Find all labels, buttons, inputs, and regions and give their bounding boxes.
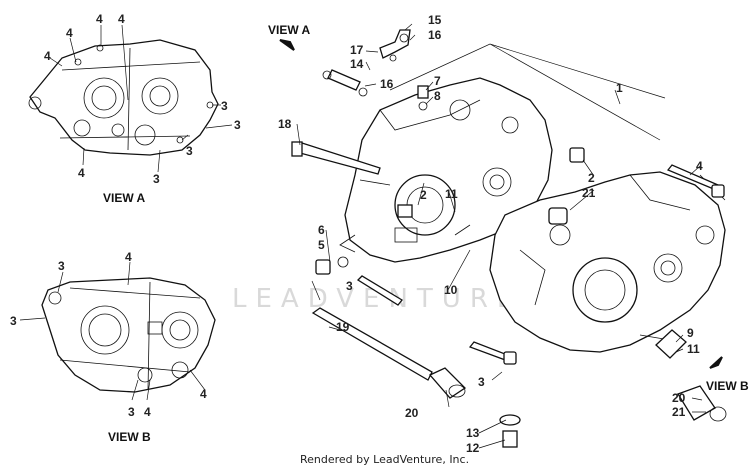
inset-view-a: 4 4 4 4 3 3 3 3 4 VIEW A xyxy=(28,12,241,205)
inset-a-callout: 3 xyxy=(221,99,228,113)
inset-b-callout: 4 xyxy=(144,405,151,419)
part-callout-16: 16 xyxy=(380,77,394,91)
part-callout-11: 11 xyxy=(687,342,700,356)
part-callout-5: 5 xyxy=(318,238,325,252)
part-callout-9: 9 xyxy=(687,326,694,340)
inset-a-callout: 4 xyxy=(66,26,73,40)
part-callout-12: 12 xyxy=(466,441,480,455)
view-a-arrow-icon xyxy=(279,39,295,51)
part-callout-21: 21 xyxy=(582,186,596,200)
part-callout-17: 17 xyxy=(350,43,364,57)
inset-a-callout: 4 xyxy=(44,49,51,63)
inset-a-callout: 3 xyxy=(186,144,193,158)
part-callout-21: 21 xyxy=(672,405,686,419)
part-callout-14: 14 xyxy=(350,57,364,71)
view-b-pointer-label: VIEW B xyxy=(706,379,749,393)
part-callout-6: 6 xyxy=(318,223,325,237)
part-callout-8: 8 xyxy=(434,89,441,103)
inset-b-callout: 4 xyxy=(125,250,132,264)
part-callout-18: 18 xyxy=(278,117,292,131)
inset-view-b: 3 4 3 3 4 4 VIEW B xyxy=(10,250,216,444)
view-b-arrow-icon xyxy=(709,356,723,369)
inset-a-callout: 3 xyxy=(153,172,160,186)
part-callout-3: 3 xyxy=(478,375,485,389)
part-callout-7: 7 xyxy=(434,74,441,88)
part-callout-19: 19 xyxy=(336,320,350,334)
inset-b-callout: 3 xyxy=(128,405,135,419)
part-callout-4: 4 xyxy=(696,159,703,173)
part-callout-16: 16 xyxy=(428,28,442,42)
view-a-pointer-label: VIEW A xyxy=(268,23,311,37)
part-callout-2: 2 xyxy=(420,188,427,202)
part-callout-20: 20 xyxy=(405,406,419,420)
part-callout-3: 3 xyxy=(346,279,353,293)
part-callout-11: 11 xyxy=(445,187,458,201)
part-callout-2: 2 xyxy=(588,171,595,185)
inset-a-callout: 3 xyxy=(234,118,241,132)
view-b-caption: VIEW B xyxy=(108,430,151,444)
inset-a-callout: 4 xyxy=(118,12,125,26)
part-callout-15: 15 xyxy=(428,13,442,27)
inset-a-callout: 4 xyxy=(78,166,85,180)
view-a-caption: VIEW A xyxy=(103,191,146,205)
inset-b-callout: 4 xyxy=(200,387,207,401)
inset-b-callout: 3 xyxy=(10,314,17,328)
inset-a-callout: 4 xyxy=(96,12,103,26)
credit-line: Rendered by LeadVenture, Inc. xyxy=(300,453,469,466)
part-callout-20: 20 xyxy=(672,391,686,405)
part-callout-1: 1 xyxy=(616,81,623,95)
part-callout-10: 10 xyxy=(444,283,458,297)
part-callout-13: 13 xyxy=(466,426,480,440)
main-exploded-view: VIEW A xyxy=(268,13,749,455)
inset-b-callout: 3 xyxy=(58,259,65,273)
